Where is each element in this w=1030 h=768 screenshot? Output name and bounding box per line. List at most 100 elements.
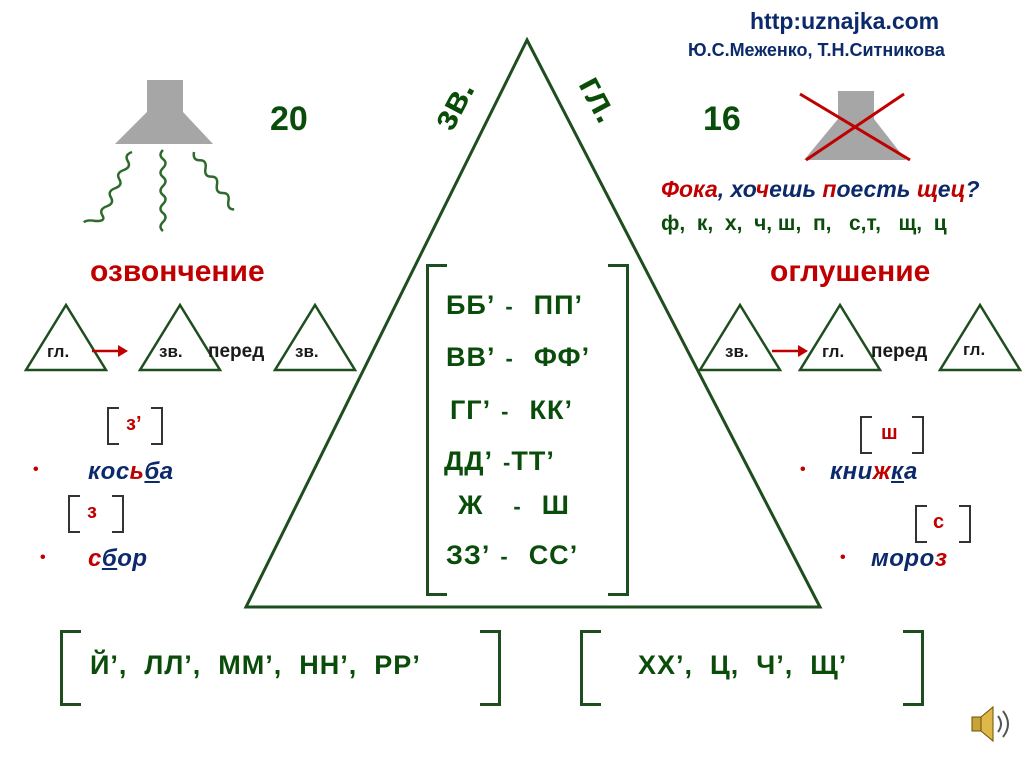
voiceless-consonant: Ш	[541, 490, 570, 520]
voiceless-letters: ф, к, х, ч, ш, п, с,т, щ, ц	[661, 212, 947, 235]
pair-dash: -	[505, 346, 514, 371]
small-triangle	[137, 302, 223, 372]
voiceless-consonant: ПП	[533, 290, 575, 320]
consonant-pair: Ж -Ш	[458, 490, 658, 521]
small-triangle	[797, 302, 883, 372]
sonorants-bracket-left	[60, 630, 81, 706]
example-word: сбор	[88, 545, 148, 573]
soft-mark: ’	[482, 395, 492, 425]
example-word: косьба	[88, 458, 174, 486]
crossed-lamp-icon	[799, 91, 911, 162]
rule-from-label: зв.	[725, 342, 749, 361]
soft-mark: ’	[581, 342, 591, 372]
consonant-pair: ВВ’-ФФ’	[446, 342, 646, 373]
voiceless-consonant: КК	[529, 395, 565, 425]
voiceless-consonant: ФФ	[533, 342, 582, 372]
mnemonic-phrase: Фока, хочешь поесть щец?	[661, 176, 980, 203]
rule-word: перед	[208, 341, 265, 362]
bullet: •	[40, 549, 46, 566]
voiced-consonant: ЗЗ	[446, 540, 482, 570]
sound-transcription: с	[933, 511, 945, 533]
word-part: ор	[117, 545, 148, 572]
consonant-pair: ДД’-ТТ’	[444, 446, 644, 477]
word-part: б	[101, 545, 118, 572]
soft-mark: ’	[546, 446, 555, 476]
sound-bracket: с	[915, 505, 971, 543]
small-triangle	[937, 302, 1023, 372]
soft-mark: ’	[484, 446, 493, 476]
speaker-icon[interactable]	[971, 705, 1009, 743]
voiceless-consonant: ТТ	[511, 446, 547, 476]
mnemonic-part: п	[822, 176, 837, 202]
voiceless-count: 16	[703, 100, 741, 138]
consonant-pair: ББ’-ПП’	[446, 290, 646, 321]
soft-mark: ’	[487, 342, 496, 372]
soft-mark: ’	[569, 540, 579, 570]
mnemonic-part: щ	[916, 176, 938, 202]
main-triangle	[243, 36, 823, 609]
word-part: а	[159, 458, 174, 485]
mnemonic-part: ешь	[769, 176, 823, 202]
pair-dash: -	[503, 450, 512, 475]
word-part: ж	[872, 458, 891, 485]
voiced-consonant: ДД	[444, 446, 485, 476]
unpaired-bracket-right	[903, 630, 924, 706]
sonorants-bracket-right	[480, 630, 501, 706]
soft-mark: ’	[574, 290, 583, 320]
rule-to-label: зв.	[159, 342, 183, 361]
lamp-icon	[83, 80, 235, 232]
sound-bracket: ш	[860, 416, 924, 454]
small-triangle	[272, 302, 358, 372]
pair-dash: -	[505, 294, 514, 319]
mnemonic-part: ч	[755, 176, 770, 202]
pair-dash: -	[501, 399, 510, 424]
sonorant-consonants: Й’, ЛЛ’, ММ’, НН’, РР’	[90, 650, 421, 680]
word-part: ь	[129, 458, 145, 485]
consonant-pair: ЗЗ’-СС’	[446, 540, 646, 571]
sound-transcription: з	[87, 501, 97, 523]
mnemonic-part: е	[937, 176, 951, 202]
word-part: а	[903, 458, 918, 485]
voiced-consonant: ГГ	[450, 395, 483, 425]
voiced-consonant: ВВ	[446, 342, 487, 372]
pairs-bracket-left	[426, 264, 447, 596]
unpaired-bracket-left	[580, 630, 601, 706]
red-arrow-icon	[772, 345, 808, 357]
word-part: к	[891, 458, 904, 485]
word-part: б	[144, 458, 160, 485]
right-heading: оглушение	[770, 255, 931, 288]
sound-bracket: з’	[107, 407, 163, 445]
bullet: •	[33, 461, 39, 478]
rule-from-label: гл.	[47, 342, 70, 361]
unpaired-voiceless-consonants: ХХ’, Ц, Ч’, Щ’	[638, 650, 848, 680]
rule-before-label: зв.	[295, 342, 319, 361]
bullet: •	[840, 549, 846, 566]
red-arrow-icon	[92, 345, 128, 357]
authors: Ю.С.Меженко, Т.Н.Ситникова	[688, 40, 945, 60]
sound-transcription: ш	[881, 422, 898, 444]
small-triangle	[697, 302, 783, 372]
pair-dash: -	[513, 494, 522, 519]
mnemonic-part: Фока	[661, 176, 718, 202]
site-url[interactable]: http:uznajka.com	[750, 8, 940, 34]
voiced-count: 20	[270, 100, 308, 138]
small-triangle	[23, 302, 109, 372]
mnemonic-part: ?	[965, 176, 980, 202]
soft-mark: ’	[481, 540, 491, 570]
soft-mark: ’	[486, 290, 496, 320]
word-part: з	[934, 545, 948, 572]
example-word: книжка	[830, 458, 918, 486]
voiceless-consonant: СС	[528, 540, 570, 570]
voiced-consonant: ББ	[446, 290, 487, 320]
sound-transcription: з’	[126, 413, 142, 435]
mnemonic-part: ц	[950, 176, 966, 202]
word-part: кос	[88, 458, 130, 485]
rule-to-label: гл.	[822, 342, 845, 361]
voiced-consonant: Ж	[458, 490, 484, 520]
mnemonic-part: ,	[717, 176, 731, 202]
word-part: с	[88, 545, 102, 572]
mnemonic-part: хо	[730, 176, 756, 202]
sound-bracket: з	[68, 495, 124, 533]
word-part: кни	[830, 458, 873, 485]
